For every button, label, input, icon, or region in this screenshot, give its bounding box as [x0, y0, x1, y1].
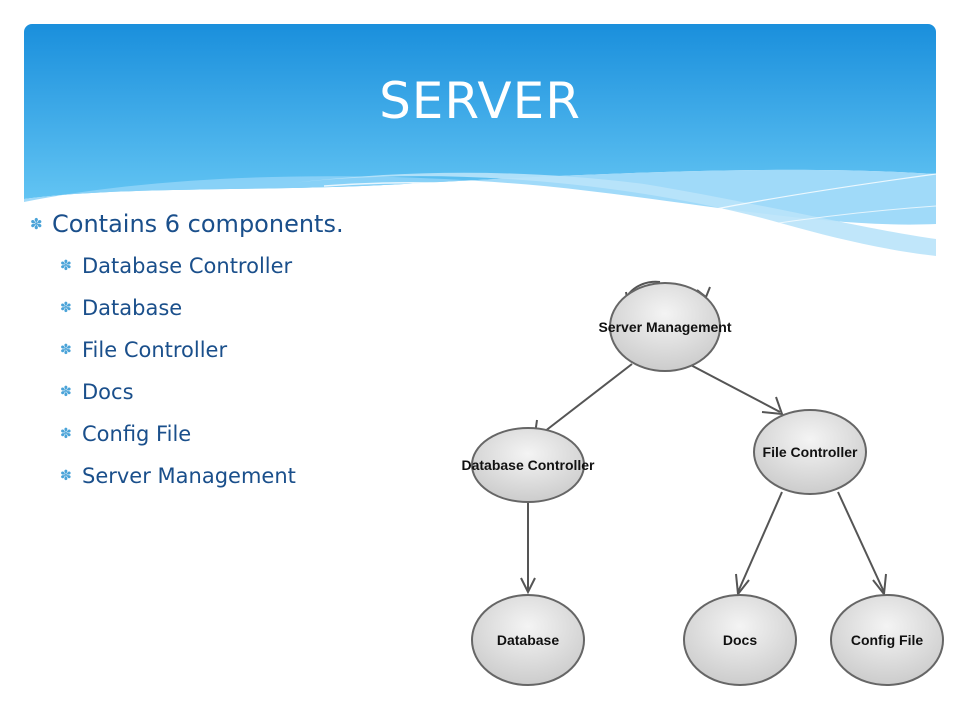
bullet-sub-item: ✽ Config File	[60, 422, 450, 464]
arrow-head-icon	[735, 573, 750, 597]
bullet-sub-text: File Controller	[82, 338, 228, 362]
bullet-star-icon: ✽	[60, 384, 72, 400]
node-database-controller: Database Controller	[461, 427, 595, 503]
bullet-sub-item: ✽ Database Controller	[60, 254, 450, 296]
header-wave-graphic	[24, 24, 936, 264]
edge-file-controller-to-config-file	[837, 491, 885, 593]
header-band	[24, 24, 936, 264]
bullet-star-icon: ✽	[60, 300, 72, 316]
bullet-sub-item: ✽ File Controller	[60, 338, 450, 380]
edge-server-management-to-database-controller	[539, 363, 633, 436]
bullet-star-icon: ✽	[60, 468, 72, 484]
arrow-head-icon	[761, 396, 784, 416]
node-label: Docs	[723, 632, 757, 648]
arrow-head-icon	[872, 573, 887, 597]
bullet-sub-item: ✽ Database	[60, 296, 450, 338]
component-diagram: Server Management Database Controller Fi…	[460, 270, 960, 710]
node-label: File Controller	[763, 444, 858, 460]
node-label: Server Management	[598, 319, 731, 335]
bullet-sub-text: Server Management	[82, 464, 296, 488]
node-label: Config File	[851, 632, 924, 648]
bullet-sub-text: Docs	[82, 380, 134, 404]
slide-title: SERVER	[379, 72, 581, 130]
bullet-sub-text: Database	[82, 296, 183, 320]
node-file-controller: File Controller	[753, 409, 867, 495]
arrow-head-icon	[520, 577, 536, 595]
edge-server-management-to-file-controller	[684, 361, 781, 413]
bullet-star-icon: ✽	[60, 258, 72, 274]
bullet-main-text: Contains 6 components.	[52, 210, 344, 238]
bullet-star-icon: ✽	[30, 215, 43, 233]
bullet-star-icon: ✽	[60, 342, 72, 358]
edge-file-controller-to-docs	[737, 491, 783, 593]
node-server-management: Server Management	[598, 282, 732, 372]
bullet-star-icon: ✽	[60, 426, 72, 442]
node-label: Database	[497, 632, 559, 648]
bullet-sub-text: Database Controller	[82, 254, 293, 278]
node-label: Database Controller	[461, 457, 595, 473]
bullet-main: ✽ Contains 6 components.	[30, 210, 450, 238]
node-config-file: Config File	[830, 594, 944, 686]
component-diagram-svg: Server Management Database Controller Fi…	[461, 280, 944, 686]
node-docs: Docs	[683, 594, 797, 686]
bullet-sub-item: ✽ Server Management	[60, 464, 450, 506]
node-database: Database	[471, 594, 585, 686]
bullet-sub-text: Config File	[82, 422, 192, 446]
bullet-sub-item: ✽ Docs	[60, 380, 450, 422]
bullet-list: ✽ Contains 6 components. ✽ Database Cont…	[30, 210, 450, 506]
